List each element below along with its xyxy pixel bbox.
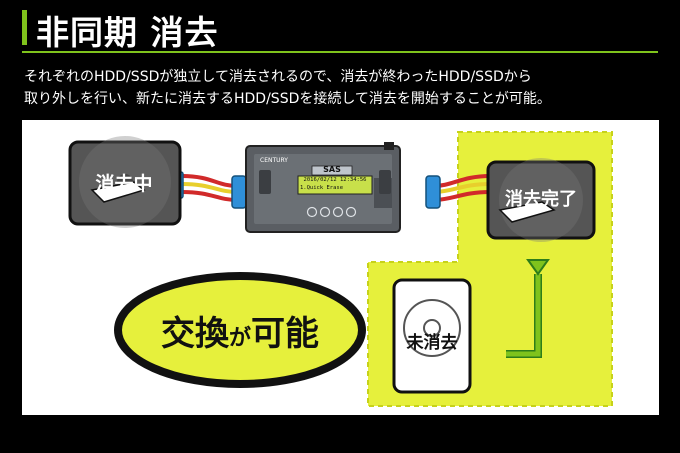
right-drive [486, 158, 596, 242]
new-drive-label: 未消去 [406, 333, 458, 353]
right-drive-label: 消去完了 [505, 189, 577, 210]
title-accent-bar [22, 10, 27, 45]
lcd-line-1: 2016/02/12 12:34:56 [303, 177, 367, 183]
new-drive [392, 278, 472, 394]
right-connector [425, 175, 441, 209]
device-lcd [297, 175, 373, 195]
description-line-2: 取り外しを行い、新たに消去するHDD/SSDを接続して消去を開始することが可能。 [24, 91, 551, 107]
duplicator-device [245, 142, 401, 233]
diagram-illustration [68, 131, 613, 407]
description-line-1: それぞれのHDD/SSDが独立して消去されるので、消去が終わったHDD/SSDか… [24, 69, 532, 85]
page-title: 非同期 消去 [36, 13, 219, 52]
device-sas-badge: SAS [323, 165, 341, 174]
swap-possible-label: 交換が可能 [148, 306, 332, 355]
description: それぞれのHDD/SSDが独立して消去されるので、消去が終わったHDD/SSDか… [24, 66, 656, 110]
swap-arrow [506, 259, 550, 358]
left-drive-label: 消去中 [95, 173, 153, 195]
swap-label-small: が [228, 326, 251, 351]
swap-label-main-1: 交換 [160, 314, 229, 354]
title-bar: 非同期 消去 [0, 0, 680, 52]
swap-ellipse [114, 272, 366, 388]
left-connector [231, 175, 247, 209]
title-underline [22, 51, 658, 53]
left-drive [68, 136, 182, 228]
lcd-line-2: 1.Quick Erase [300, 185, 344, 191]
diagram-panel: 消去中 消去完了 未消去 CENTURY SAS 2016/02/12 12:3… [22, 120, 659, 415]
device-brand: CENTURY [260, 157, 288, 164]
swap-label-main-2: 可能 [251, 314, 319, 354]
left-cable [181, 174, 238, 202]
